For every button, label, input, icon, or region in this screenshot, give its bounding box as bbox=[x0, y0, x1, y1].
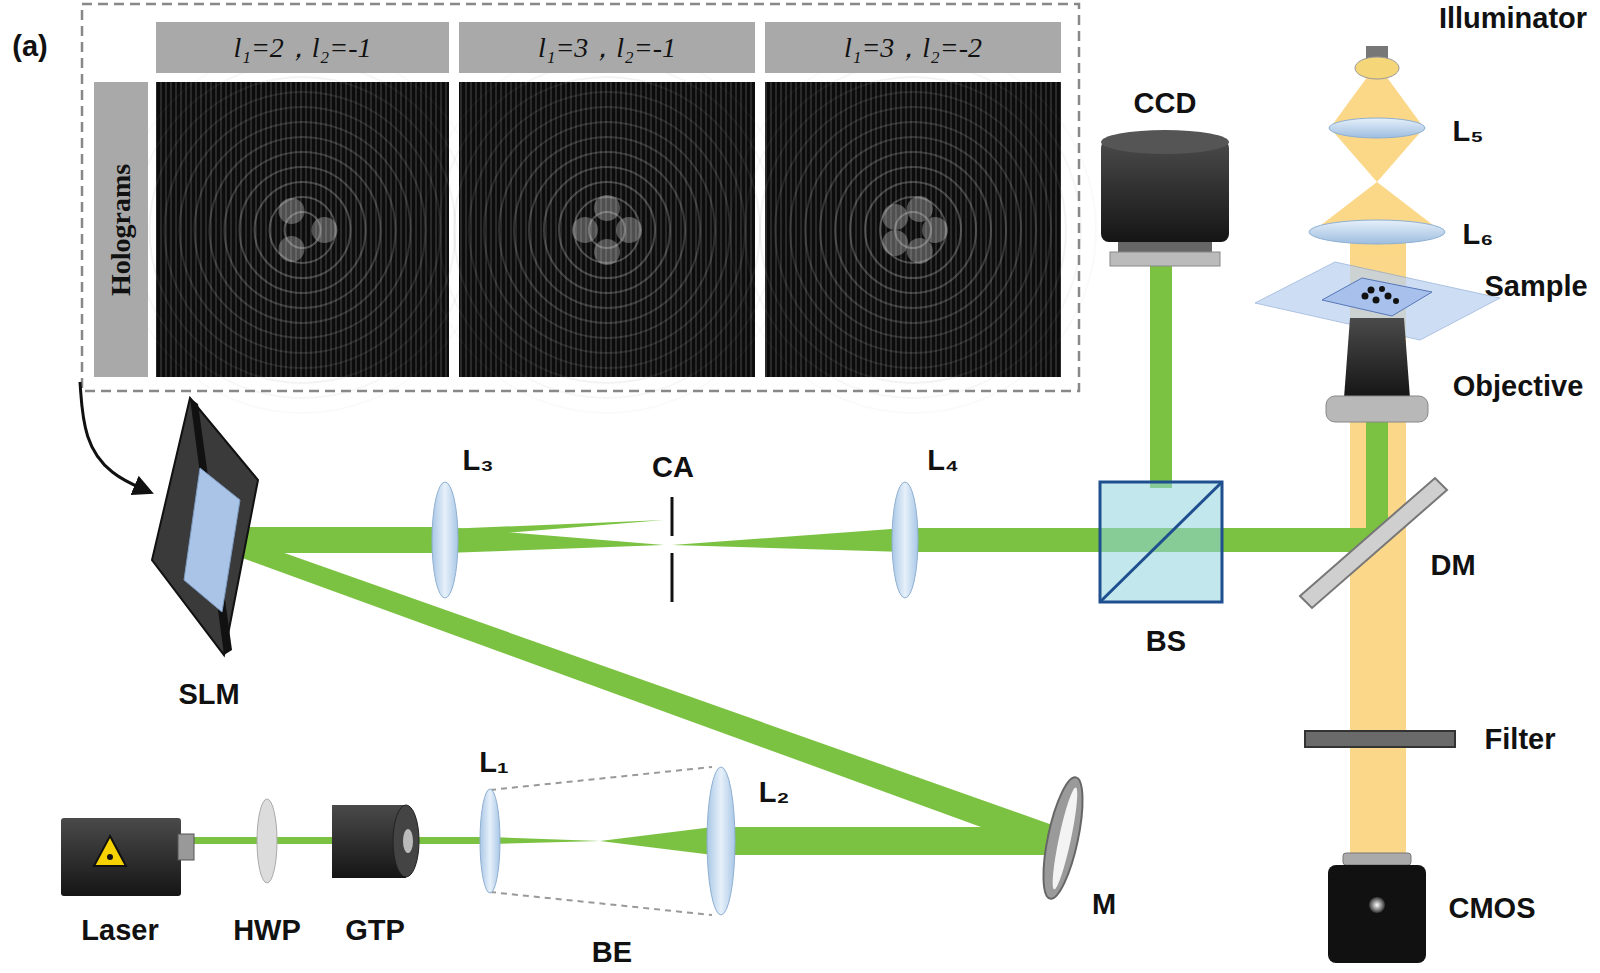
laser-source bbox=[61, 818, 194, 896]
part-label: HWP bbox=[233, 914, 301, 947]
part-label: BS bbox=[1146, 625, 1186, 658]
part-label: Illuminator bbox=[1439, 2, 1587, 35]
circular-aperture bbox=[671, 497, 674, 602]
part-label: M bbox=[1092, 888, 1116, 921]
part-label: L₃ bbox=[462, 444, 493, 477]
node-text: l₁=3，l₂=-1 bbox=[538, 29, 676, 67]
part-label: DM bbox=[1430, 549, 1475, 582]
part-label: Filter bbox=[1485, 723, 1556, 756]
spatial-light-modulator bbox=[152, 398, 258, 655]
part-label: L₁ bbox=[479, 746, 509, 779]
part-label: L₄ bbox=[927, 444, 959, 477]
header-bar: l₁=2，l₂=-1 bbox=[156, 22, 449, 73]
part-label: SLM bbox=[178, 678, 239, 711]
part-label: L₂ bbox=[759, 776, 790, 809]
half-wave-plate bbox=[257, 799, 277, 883]
part-label: CMOS bbox=[1449, 892, 1536, 925]
node-text: l₁=2，l₂=-1 bbox=[233, 29, 371, 67]
lens bbox=[892, 482, 918, 598]
part-label: L₆ bbox=[1463, 218, 1494, 251]
part-label: CCD bbox=[1134, 87, 1197, 120]
objective bbox=[1326, 318, 1428, 422]
pointer-arrow bbox=[80, 382, 150, 492]
part-label: L₅ bbox=[1452, 115, 1483, 148]
dichroic-mirror bbox=[1300, 478, 1447, 608]
beam-expander bbox=[480, 767, 735, 915]
panel-letter: (a) bbox=[12, 30, 47, 63]
part-label: BE bbox=[592, 936, 632, 969]
part-label: CA bbox=[652, 451, 694, 484]
cmos-camera bbox=[1328, 853, 1426, 963]
header-bar: l₁=3，l₂=-2 bbox=[765, 22, 1061, 73]
header-bar: l₁=3，l₂=-1 bbox=[459, 22, 755, 73]
side-bar: Holograms bbox=[94, 82, 148, 377]
illuminator bbox=[1355, 46, 1399, 79]
part-label: GTP bbox=[345, 914, 405, 947]
hologram-image bbox=[120, 47, 486, 413]
hologram-image bbox=[424, 47, 790, 413]
hologram-frame bbox=[82, 4, 1079, 391]
node-text: Holograms bbox=[105, 163, 137, 295]
hologram-images bbox=[120, 47, 1097, 413]
ccd-camera bbox=[1101, 130, 1229, 266]
beam-splitter bbox=[1100, 482, 1222, 602]
glan-taylor-prism bbox=[332, 805, 419, 878]
mirror bbox=[1035, 774, 1090, 902]
lens bbox=[432, 482, 458, 598]
part-label: Laser bbox=[81, 914, 158, 947]
part-label: Objective bbox=[1453, 370, 1584, 403]
laser-beam bbox=[190, 262, 1388, 856]
part-label: Sample bbox=[1484, 270, 1587, 303]
hologram-image bbox=[730, 47, 1096, 413]
filter bbox=[1305, 731, 1455, 747]
node-text: l₁=3，l₂=-2 bbox=[844, 29, 982, 67]
lens bbox=[1329, 118, 1425, 138]
lens bbox=[1309, 220, 1445, 244]
